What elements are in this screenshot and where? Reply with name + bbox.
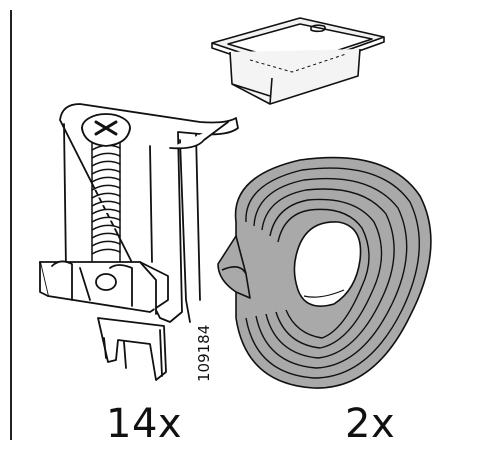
left-margin-rule [10,10,12,440]
article-number: 109184 [195,324,213,382]
clip-quantity-label: 14x [106,401,183,447]
strip-quantity-label: 2x [345,401,396,447]
